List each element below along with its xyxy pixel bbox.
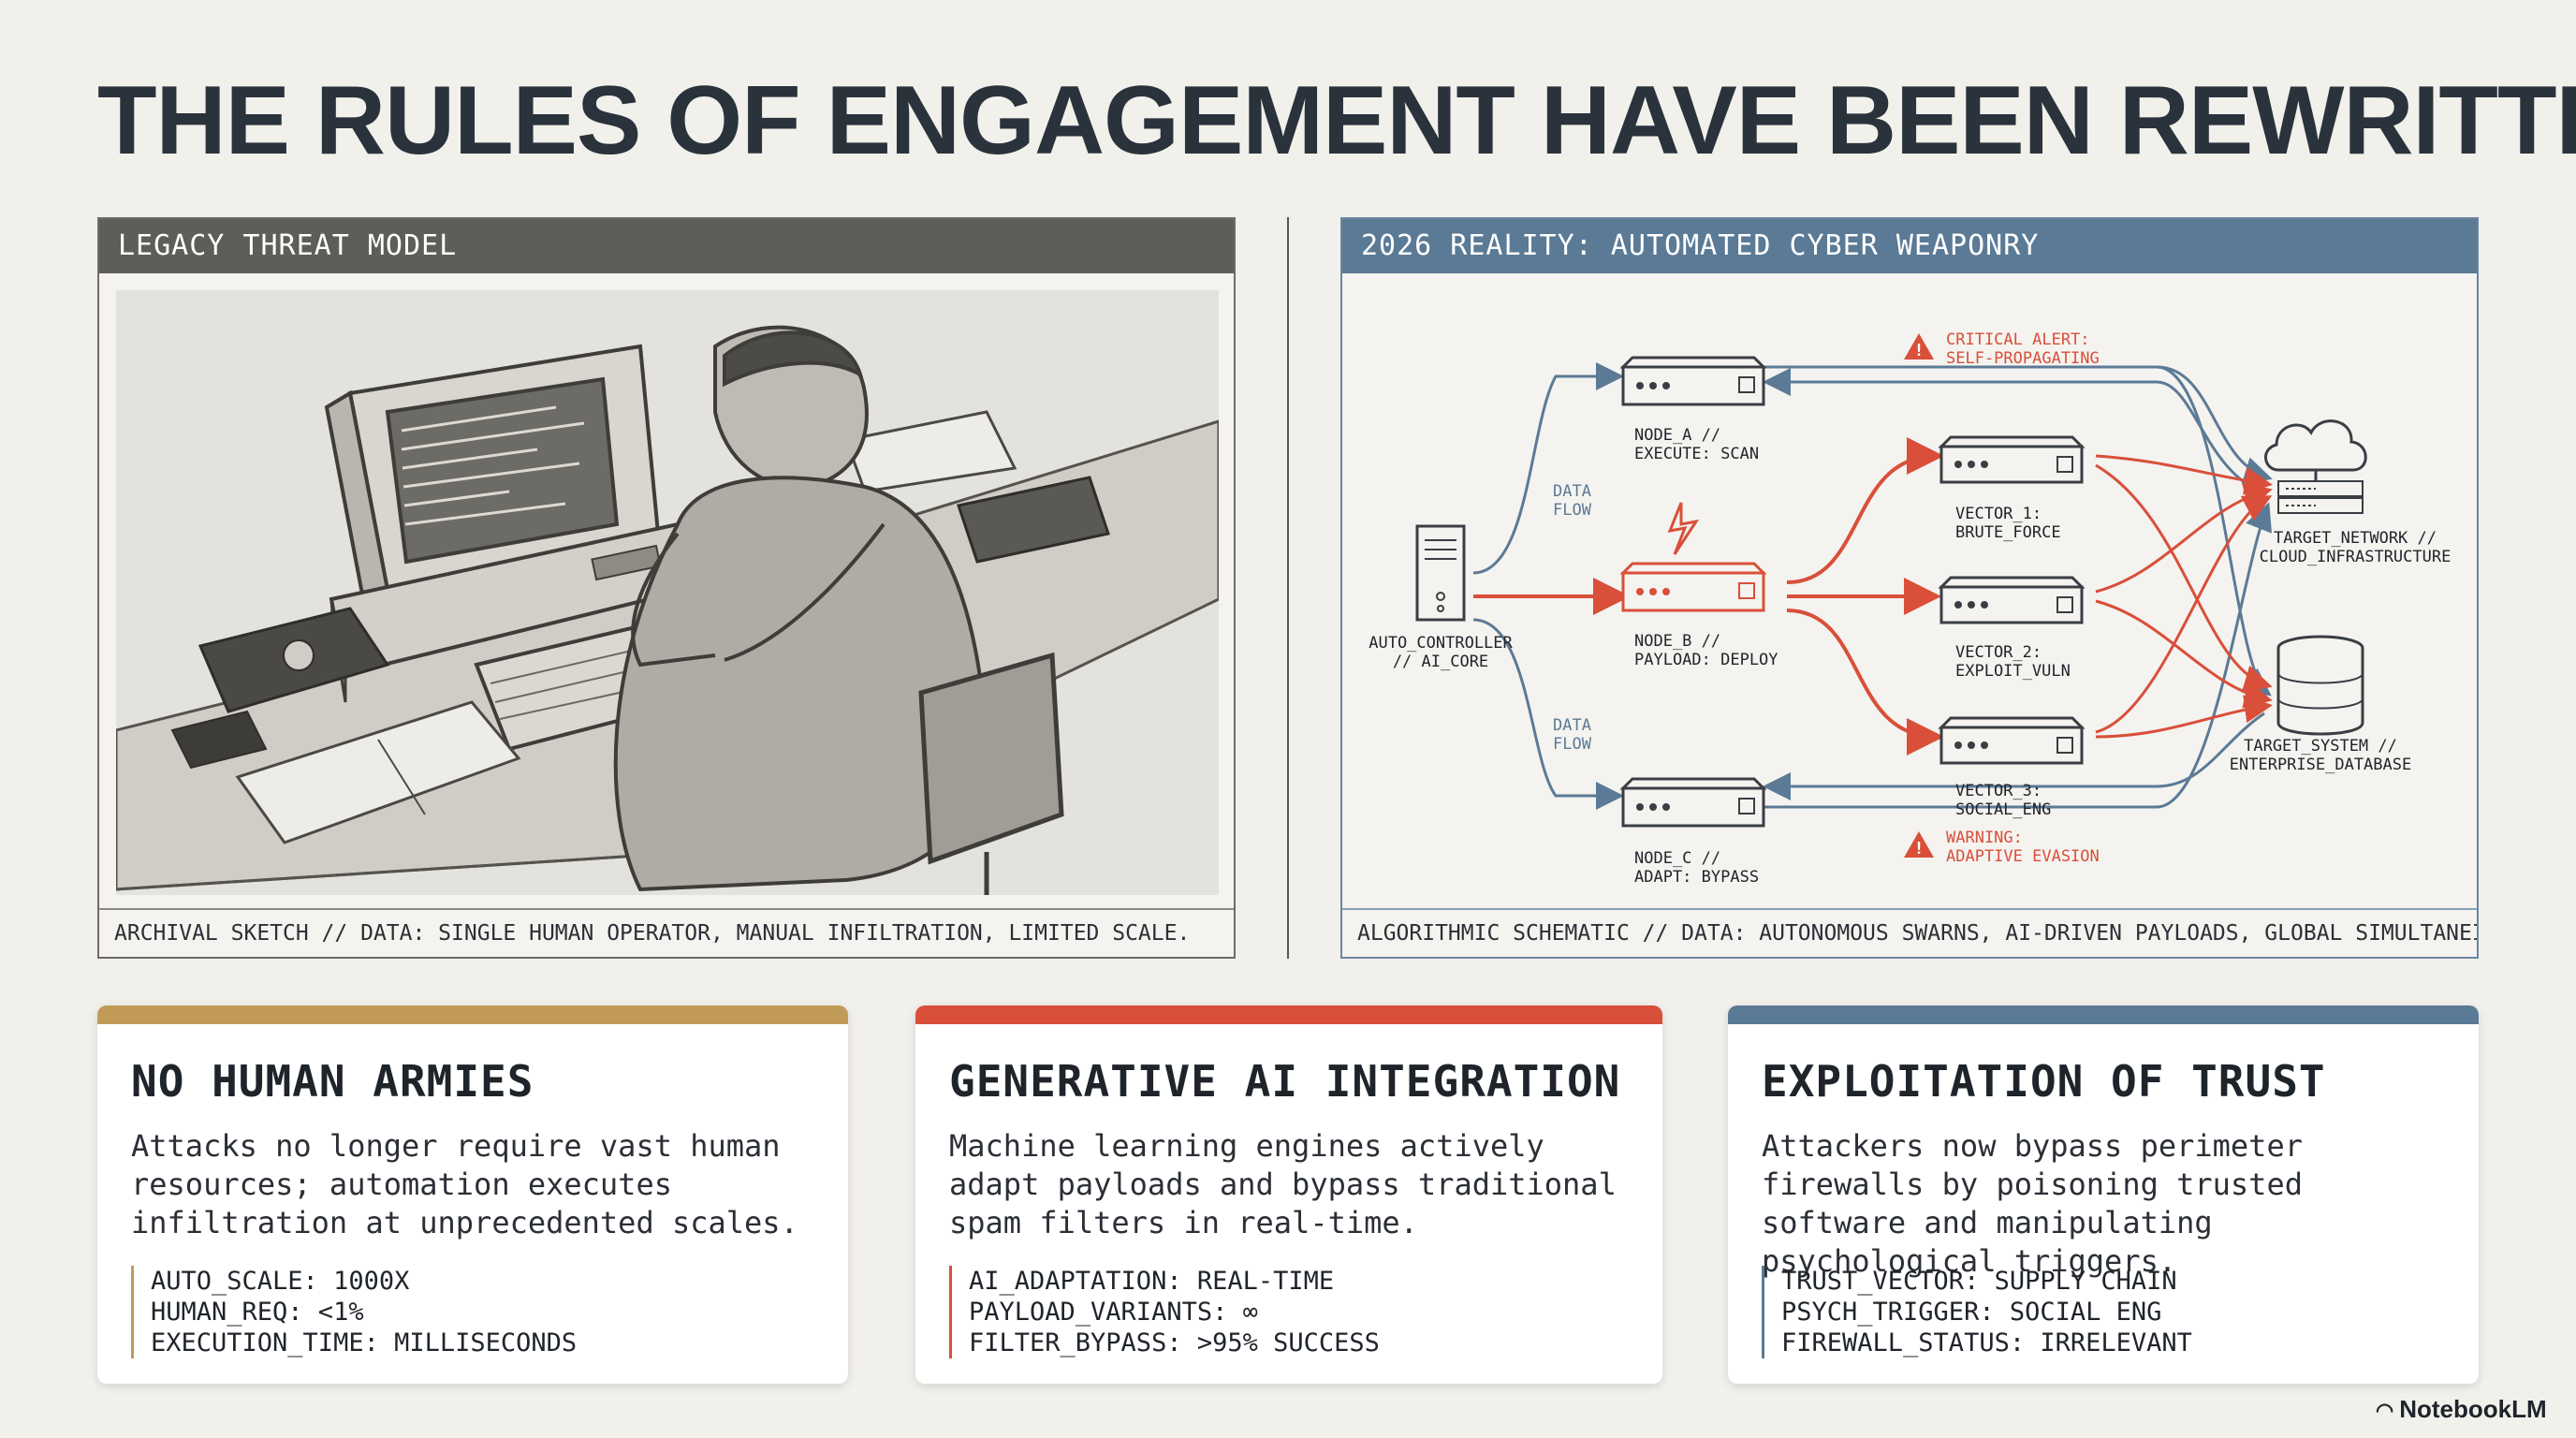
vector-1-server-icon	[1938, 435, 2086, 484]
vector-3-server-icon	[1938, 716, 2086, 765]
node-b-label-line2: PAYLOAD: DEPLOY	[1634, 651, 1778, 669]
node-c-label-line1: NODE_C //	[1634, 849, 1720, 868]
database-icon	[2276, 635, 2364, 736]
node-c-server-icon	[1619, 777, 1767, 828]
operator-sketch-illustration	[116, 290, 1219, 895]
controller-label-line1: AUTO_CONTROLLER	[1368, 634, 1513, 653]
page-title: THE RULES OF ENGAGEMENT HAVE BEEN REWRIT…	[97, 66, 2576, 175]
vector-3-label-line1: VECTOR_3:	[1955, 782, 2042, 800]
stat-line: EXECUTION_TIME: MILLISECONDS	[151, 1328, 578, 1357]
card-title: GENERATIVE AI INTEGRATION	[949, 1056, 1621, 1107]
node-c-label-line2: ADAPT: BYPASS	[1634, 868, 1759, 887]
card-stats: AI_ADAPTATION: REAL-TIME PAYLOAD_VARIANT…	[949, 1266, 1380, 1358]
vector-3-label-line2: SOCIAL_ENG	[1955, 800, 2051, 819]
flow-controller-to-node-a	[1472, 362, 1624, 575]
card-title: EXPLOITATION OF TRUST	[1762, 1056, 2326, 1107]
warning-alert-line1: WARNING:	[1946, 829, 2023, 847]
node-b-server-icon	[1619, 502, 1767, 612]
vector-2-label-line2: EXPLOIT_VULN	[1955, 662, 2071, 681]
logo-text: NotebookLM	[2399, 1395, 2547, 1423]
card-generative-ai: GENERATIVE AI INTEGRATION Machine learni…	[915, 1005, 1662, 1384]
stat-line: FILTER_BYPASS: >95% SUCCESS	[969, 1328, 1380, 1357]
cloud-network-icon	[2264, 419, 2367, 514]
node-a-server-icon	[1619, 356, 1767, 406]
stat-line: FIREWALL_STATUS: IRRELEVANT	[1781, 1328, 2192, 1357]
card-body: Attacks no longer require vast human res…	[131, 1128, 798, 1240]
reality-panel-header: 2026 REALITY: AUTOMATED CYBER WEAPONRY	[1342, 219, 2477, 273]
panel-divider	[1287, 217, 1289, 959]
reality-panel-caption: ALGORITHMIC SCHEMATIC // DATA: AUTONOMOU…	[1342, 908, 2477, 957]
automated-weaponry-panel: 2026 REALITY: AUTOMATED CYBER WEAPONRY	[1340, 217, 2479, 959]
card-exploitation-of-trust: EXPLOITATION OF TRUST Attackers now bypa…	[1728, 1005, 2479, 1384]
target-system-label-line2: ENTERPRISE_DATABASE	[2230, 756, 2411, 774]
stat-line: PSYCH_TRIGGER: SOCIAL ENG	[1781, 1298, 2162, 1327]
svg-text:!: !	[1914, 341, 1925, 360]
notebooklm-logo: ◠NotebookLM	[2376, 1395, 2547, 1424]
critical-alert-line2: SELF-PROPAGATING	[1946, 349, 2100, 368]
controller-label-line2: // AI_CORE	[1393, 653, 1488, 671]
data-flow-lower-line2: FLOW	[1553, 735, 1592, 754]
critical-alert-line1: CRITICAL ALERT:	[1946, 330, 2090, 349]
warning-alert-line2: ADAPTIVE EVASION	[1946, 847, 2100, 866]
stat-line: HUMAN_REQ: <1%	[151, 1298, 364, 1327]
target-network-label-line1: TARGET_NETWORK //	[2274, 529, 2437, 548]
flow-node-c-to-target	[1759, 502, 2273, 809]
card-no-human-armies: NO HUMAN ARMIES Attacks no longer requir…	[97, 1005, 848, 1384]
warning-alert-icon: !	[1904, 831, 1934, 858]
card-body: Machine learning engines actively adapt …	[949, 1128, 1617, 1240]
flow-node-b-to-vector-1	[1786, 437, 1944, 584]
controller-server-icon	[1415, 524, 1466, 622]
legacy-panel-caption: ARCHIVAL SKETCH // DATA: SINGLE HUMAN OP…	[99, 908, 1234, 957]
data-flow-upper-line1: DATA	[1553, 482, 1591, 501]
notebooklm-icon: ◠	[2376, 1399, 2394, 1422]
stat-line: PAYLOAD_VARIANTS: ∞	[969, 1298, 1258, 1327]
critical-alert-icon: !	[1904, 333, 1934, 360]
flow-controller-to-node-c	[1472, 618, 1624, 810]
vector-1-label-line2: BRUTE_FORCE	[1955, 523, 2061, 542]
stat-line: AUTO_SCALE: 1000X	[151, 1267, 410, 1296]
vector-2-label-line1: VECTOR_2:	[1955, 643, 2042, 662]
card-body: Attackers now bypass perimeter firewalls…	[1762, 1128, 2303, 1279]
node-b-label-line1: NODE_B //	[1634, 632, 1720, 651]
card-stats: TRUST_VECTOR: SUPPLY CHAIN PSYCH_TRIGGER…	[1762, 1266, 2192, 1358]
card-stats: AUTO_SCALE: 1000X HUMAN_REQ: <1% EXECUTI…	[131, 1266, 577, 1358]
vector-2-server-icon	[1938, 576, 2086, 624]
legacy-panel-header: LEGACY THREAT MODEL	[99, 219, 1234, 273]
target-system-label-line1: TARGET_SYSTEM //	[2244, 737, 2397, 756]
vector-1-label-line1: VECTOR_1:	[1955, 505, 2042, 523]
card-title: NO HUMAN ARMIES	[131, 1056, 534, 1107]
svg-text:!: !	[1914, 839, 1925, 858]
data-flow-upper-line2: FLOW	[1553, 501, 1592, 520]
flow-node-b-to-vector-3	[1786, 609, 1944, 756]
stat-line: TRUST_VECTOR: SUPPLY CHAIN	[1781, 1267, 2177, 1296]
node-a-label-line2: EXECUTE: SCAN	[1634, 445, 1759, 463]
node-a-label-line1: NODE_A //	[1634, 426, 1720, 445]
data-flow-lower-line1: DATA	[1553, 716, 1591, 735]
attack-schematic-diagram: AUTO_CONTROLLER // AI_CORE NODE_A // EXE…	[1368, 330, 2452, 887]
legacy-threat-panel: LEGACY THREAT MODEL	[97, 217, 1236, 959]
stat-line: AI_ADAPTATION: REAL-TIME	[969, 1267, 1335, 1296]
target-network-label-line2: CLOUD_INFRASTRUCTURE	[2260, 548, 2452, 566]
